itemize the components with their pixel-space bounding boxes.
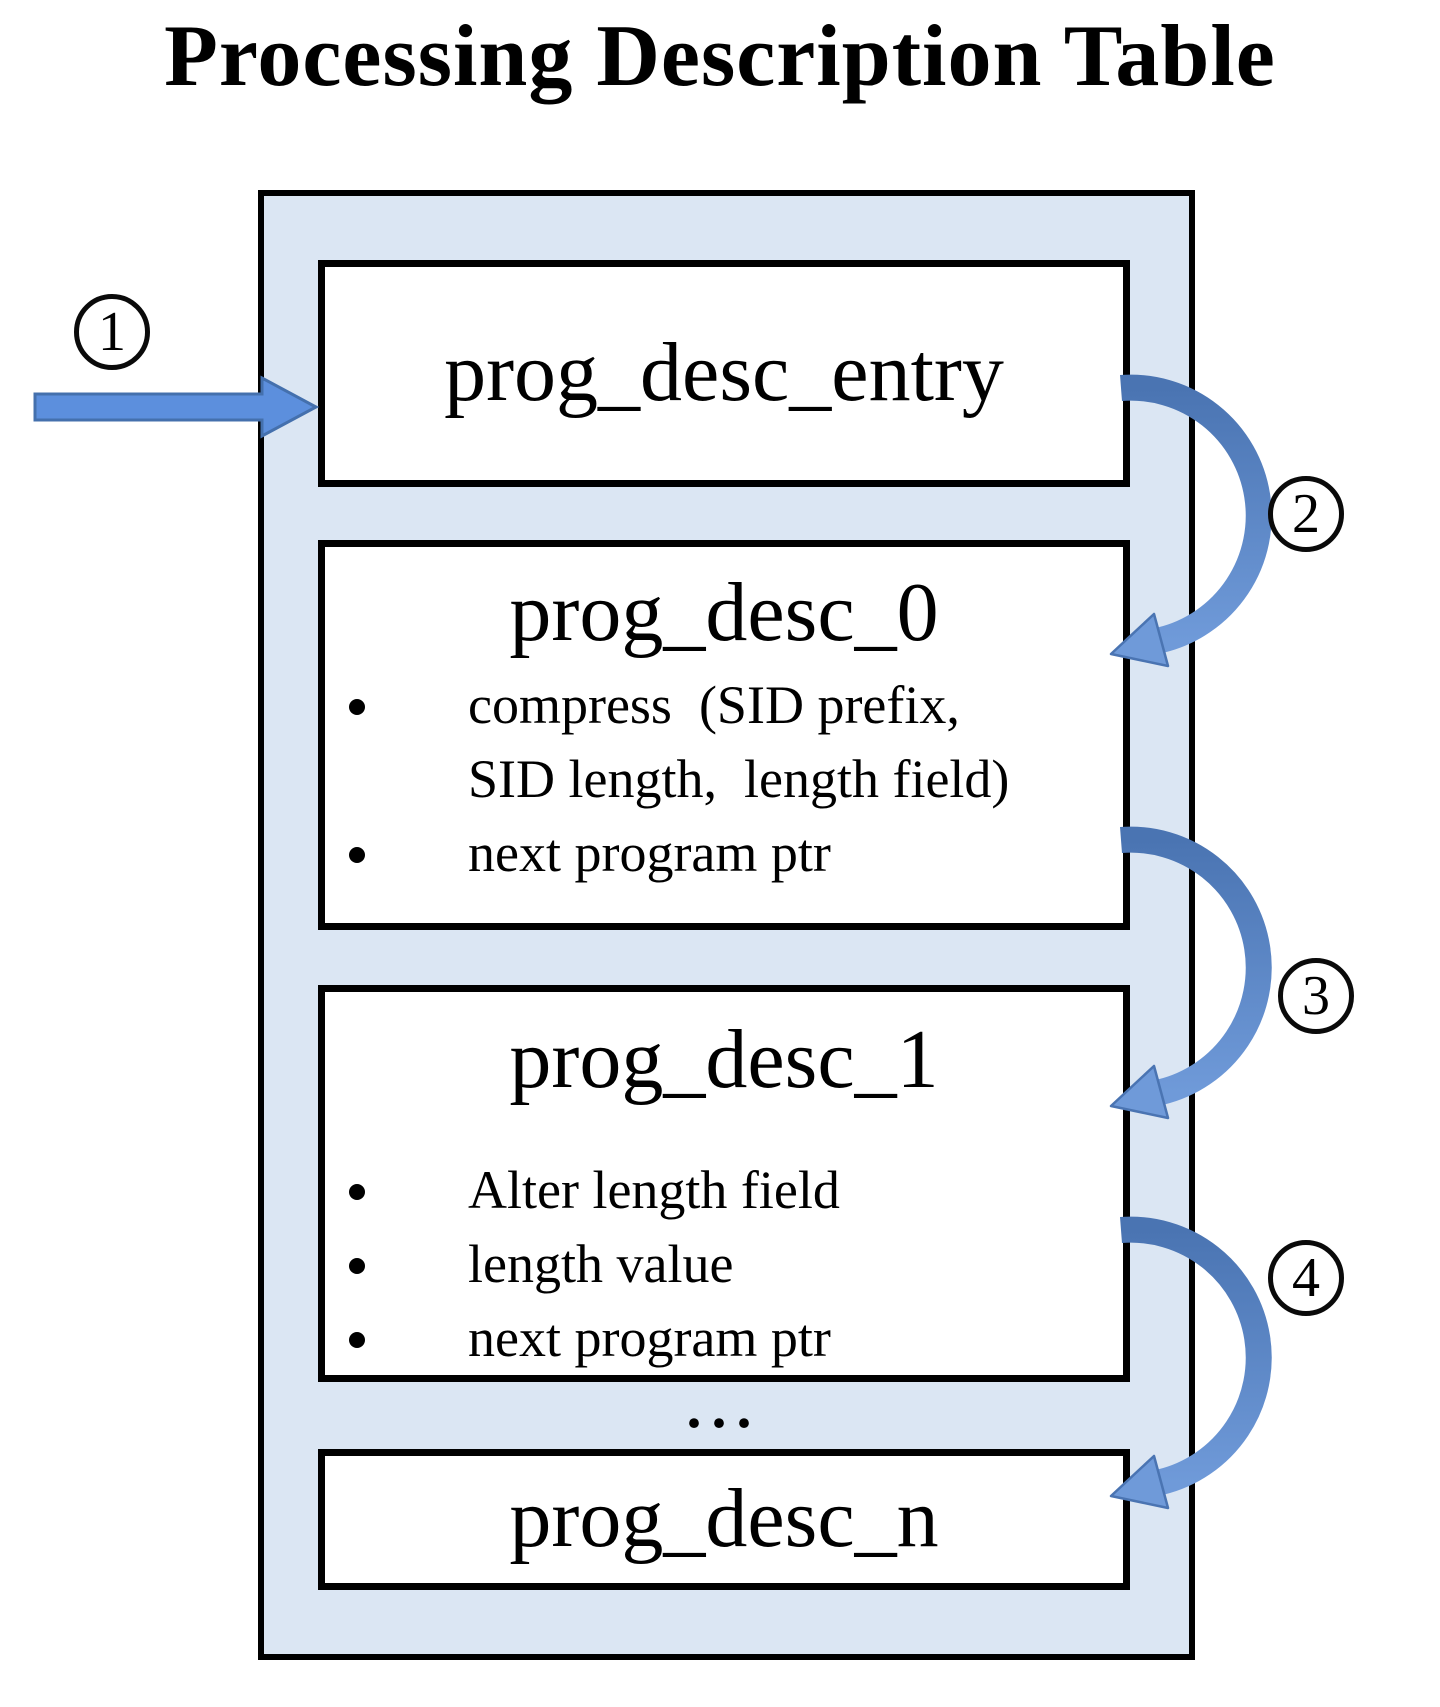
- node-prog-desc-0: prog_desc_0 compress (SID prefix, SID le…: [318, 540, 1130, 930]
- node-title: prog_desc_entry: [444, 326, 1004, 420]
- list-item: next program ptr: [325, 816, 1123, 890]
- bullet-text: compress (SID prefix, SID length, length…: [468, 674, 1010, 809]
- bullet-list: compress (SID prefix, SID length, length…: [325, 668, 1123, 890]
- bullet-text: next program ptr: [468, 822, 831, 883]
- bullet-text: Alter length field: [468, 1159, 840, 1220]
- node-title: prog_desc_n: [509, 1472, 939, 1566]
- node-prog-desc-1: prog_desc_1 Alter length field length va…: [318, 985, 1130, 1382]
- bullet-text: next program ptr: [468, 1307, 831, 1368]
- bullet-marker-icon: [349, 846, 365, 863]
- step-2-badge: 2: [1268, 476, 1344, 552]
- step-4-badge: 4: [1268, 1240, 1344, 1316]
- node-prog-desc-n: prog_desc_n: [318, 1449, 1130, 1590]
- list-item: compress (SID prefix, SID length, length…: [325, 668, 1123, 816]
- node-title: prog_desc_0: [509, 566, 939, 659]
- bullet-list: Alter length field length value next pro…: [325, 1153, 1123, 1375]
- bullet-text: length value: [468, 1233, 734, 1294]
- page-title: Processing Description Table: [164, 8, 1276, 105]
- node-title: prog_desc_1: [509, 1013, 939, 1106]
- bullet-marker-icon: [349, 698, 365, 715]
- list-item: length value: [325, 1227, 1123, 1301]
- node-prog-desc-entry: prog_desc_entry: [318, 260, 1130, 487]
- step-1-badge: 1: [74, 294, 150, 370]
- step-3-badge: 3: [1278, 958, 1354, 1034]
- bullet-marker-icon: [349, 1257, 365, 1274]
- list-item: Alter length field: [325, 1153, 1123, 1227]
- bullet-marker-icon: [349, 1183, 365, 1200]
- list-item: next program ptr: [325, 1301, 1123, 1375]
- bullet-marker-icon: [349, 1331, 365, 1348]
- ellipsis-more-entries: ...: [686, 1374, 762, 1440]
